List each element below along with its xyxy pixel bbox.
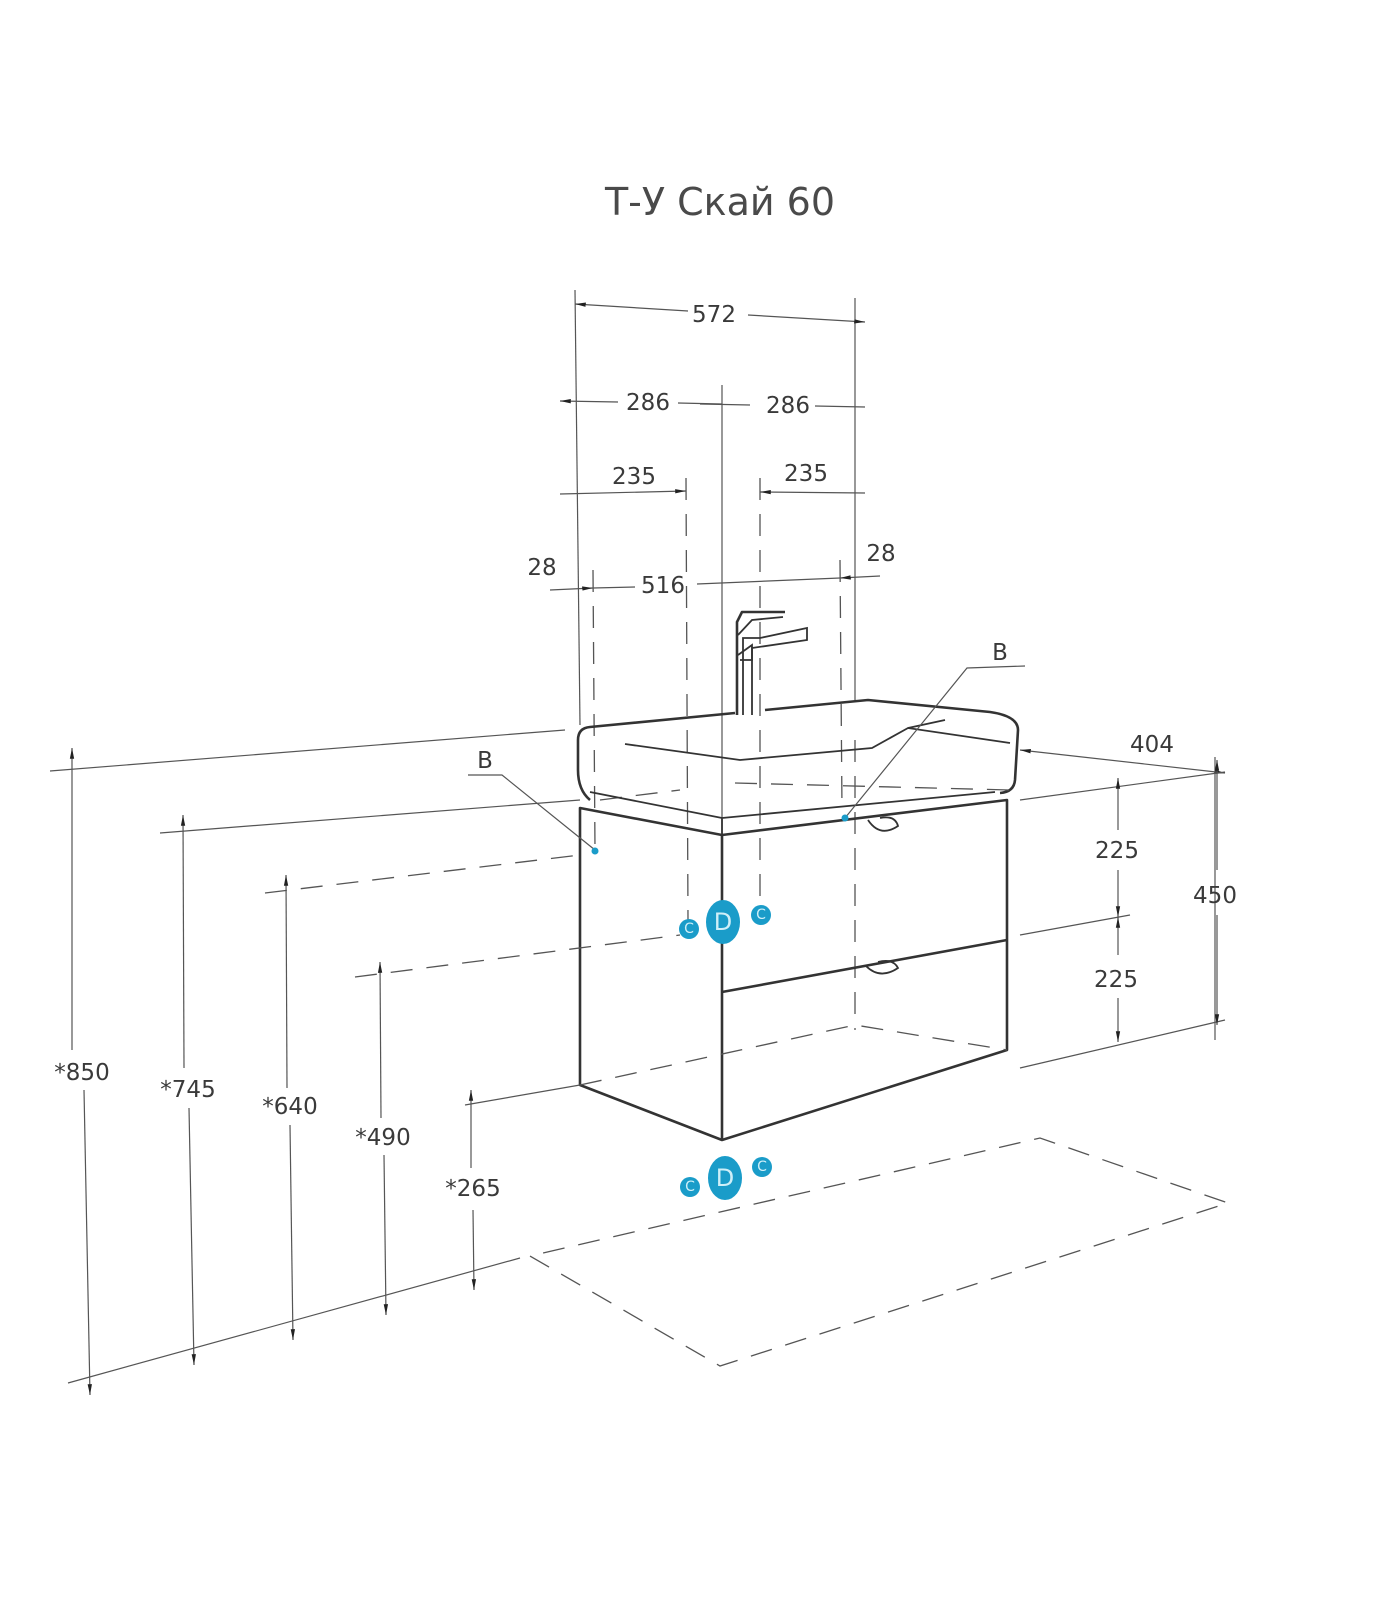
dim-745: *745 xyxy=(160,1077,215,1103)
dim-235-right: 235 xyxy=(784,461,828,487)
hot-water-icon xyxy=(752,1157,772,1177)
drain-icon xyxy=(706,900,740,944)
drawing-title: Т-У Скай 60 xyxy=(604,180,835,224)
hot-water-icon xyxy=(751,905,771,925)
callout-b-right: B xyxy=(841,640,1026,822)
drawer-handle-bottom xyxy=(865,959,900,975)
faucet xyxy=(735,610,808,715)
svg-text:C: C xyxy=(756,907,766,923)
water-connection-wall: C D C xyxy=(679,900,771,944)
svg-text:C: C xyxy=(684,921,694,937)
dim-450: 450 xyxy=(1193,883,1237,909)
depth-dimensions: 404 225 225 450 xyxy=(1019,732,1237,1069)
drain-icon xyxy=(708,1156,742,1200)
width-dimensions: 572 286 286 235 235 28 516 28 xyxy=(527,302,895,599)
svg-text:C: C xyxy=(757,1159,767,1175)
dim-286-right: 286 xyxy=(766,393,810,419)
dim-404: 404 xyxy=(1130,732,1174,758)
drawer-handle-top xyxy=(867,816,900,832)
dim-490: *490 xyxy=(355,1125,410,1151)
svg-text:D: D xyxy=(714,908,732,936)
dim-28-right: 28 xyxy=(866,541,895,567)
floor-footprint xyxy=(529,1137,1231,1367)
dim-572: 572 xyxy=(692,302,736,328)
dim-850: *850 xyxy=(54,1060,109,1086)
dim-286-left: 286 xyxy=(626,390,670,416)
cold-water-icon xyxy=(680,1177,700,1197)
dim-225-bottom: 225 xyxy=(1094,967,1138,993)
dim-516: 516 xyxy=(641,573,685,599)
washbasin xyxy=(576,698,1020,801)
callout-b-left: B xyxy=(468,748,599,855)
vanity-cabinet xyxy=(578,791,1009,1142)
height-dimensions: *850 *745 *640 *490 *265 xyxy=(49,729,681,1396)
dim-265: *265 xyxy=(445,1176,500,1202)
svg-text:D: D xyxy=(716,1164,734,1192)
extension-lines xyxy=(574,289,856,1140)
water-connection-floor: C D C xyxy=(680,1156,772,1200)
cold-water-icon xyxy=(679,919,699,939)
svg-text:C: C xyxy=(685,1179,695,1195)
dim-640: *640 xyxy=(262,1094,317,1120)
svg-text:B: B xyxy=(992,640,1008,666)
dim-28-left: 28 xyxy=(527,555,556,581)
svg-text:B: B xyxy=(477,748,493,774)
dim-225-top: 225 xyxy=(1095,838,1139,864)
dim-235-left: 235 xyxy=(612,464,656,490)
